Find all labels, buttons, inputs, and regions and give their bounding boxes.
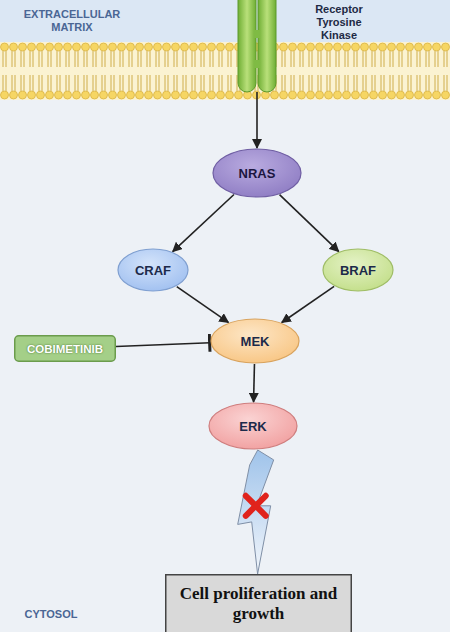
outcome-box: Cell proliferation and growth: [165, 574, 352, 632]
drug-box: COBIMETINIB: [14, 335, 116, 362]
region-label: EXTRACELLULAR MATRIX: [14, 8, 130, 34]
raf-ellipse: CRAF: [117, 248, 189, 292]
receptor-node: Receptor Tyrosine Kinase: [232, 0, 282, 92]
extracellular-band: [0, 0, 450, 44]
node-caption: Receptor Tyrosine Kinase: [302, 3, 376, 42]
node-label: NRAS: [212, 148, 302, 198]
region-label: CYTOSOL: [16, 608, 86, 621]
membrane-band: [0, 42, 450, 100]
ras-ellipse: NRAS: [212, 148, 302, 198]
node-outline: [232, 0, 282, 92]
activation-arrow: [282, 286, 334, 322]
activation-arrow: [177, 287, 229, 323]
activation-arrow: [253, 364, 255, 402]
signal-bolt: [238, 450, 274, 574]
node-label: ERK: [208, 402, 298, 450]
activation-arrow: [280, 195, 339, 252]
block-cross: [246, 496, 266, 516]
kinase-ellipse: ERK: [208, 402, 298, 450]
node-label: BRAF: [322, 248, 394, 292]
lipid-bilayer: [0, 42, 450, 100]
raf-ellipse: BRAF: [322, 248, 394, 292]
node-label: Cell proliferation and growth: [165, 574, 352, 632]
activation-arrow: [256, 92, 258, 148]
kinase-ellipse: MEK: [210, 318, 300, 364]
activation-arrow: [173, 194, 234, 251]
node-label: MEK: [210, 318, 300, 364]
inhibition-line: [116, 343, 210, 347]
node-label: CRAF: [117, 248, 189, 292]
node-label: COBIMETINIB: [14, 335, 116, 362]
